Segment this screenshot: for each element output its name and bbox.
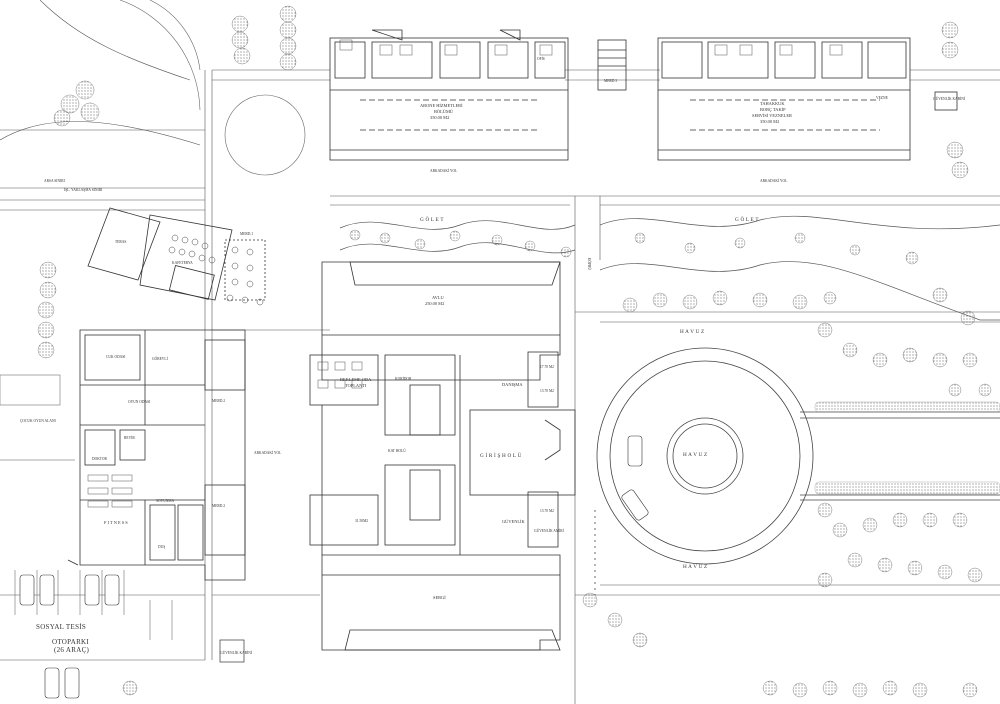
- havuz-hedges: [814, 401, 1000, 495]
- label-tahakkuk-sub2: SERVİSİ VEZNELER: [752, 113, 792, 118]
- cars-roundabout: [621, 435, 649, 521]
- label-tahakkuk: TAHAKKUK: [760, 101, 785, 106]
- label-kafeterya: KAFETERYA: [172, 261, 193, 265]
- label-arkadaki-yol-c: ARKADAKİ YOL: [254, 451, 282, 455]
- label-ofis-area4: 31.50M2: [355, 519, 369, 523]
- label-abone: ABONE HİZMETLERİ: [420, 103, 463, 108]
- label-arka-sinir: ARSA SINIRI: [44, 179, 65, 183]
- label-guvenlik-amiri: GÜVENLİK AMİRİ: [534, 529, 564, 533]
- tree-cluster-top: [53, 5, 969, 179]
- building-stair-3: [597, 39, 627, 91]
- label-dus: DUŞ: [158, 545, 166, 549]
- label-vezne: VEZNE: [876, 96, 888, 100]
- label-havuz-bottom: H A V U Z: [683, 564, 708, 570]
- plaza-top: [119, 0, 306, 176]
- label-bekleme: BEKLEME ODA: [340, 377, 372, 382]
- label-koridor: KORİDOR: [395, 377, 412, 381]
- label-golet-a: G Ö L E T: [420, 217, 444, 223]
- label-doktor: DOKTOR: [92, 457, 107, 461]
- cafe-seating: [168, 234, 264, 306]
- label-abone-area: 350.00 M2: [430, 115, 450, 120]
- label-ofis-top: OFİS: [537, 57, 545, 61]
- label-yaklasma: İŞL. YAKLAŞMA SINIRI: [64, 188, 103, 192]
- right-trees: [122, 322, 992, 698]
- label-havuz-top: H A V U Z: [680, 329, 705, 335]
- label-sergi: SERGİ: [433, 595, 446, 600]
- building-tahakkuk: [657, 37, 958, 161]
- parking-cars: [19, 574, 120, 699]
- label-merdiven2a: MERD.2: [212, 399, 226, 403]
- building-abone: [329, 29, 569, 161]
- left-trees: [37, 261, 57, 359]
- label-arkadaki-yol-a: ARKADAKİ YOL: [430, 169, 458, 173]
- havuz-roundabout: [594, 347, 1000, 595]
- label-ofis-area2: 13.70 M2: [540, 389, 554, 393]
- playground-edge: [0, 374, 61, 406]
- cafeteria: [87, 207, 266, 301]
- label-arkadaki-yol-b: ARKADAKİ YOL: [760, 179, 788, 183]
- security-cabin-bottom: [219, 639, 245, 663]
- fitness-equipment: [87, 474, 133, 508]
- label-merdiven1: MERD.1: [240, 232, 254, 236]
- label-golet-b: G Ö L E T: [735, 217, 759, 223]
- label-guvenlik-bottom: GÜVENLİK KABİNİ: [220, 651, 253, 655]
- label-tahakkuk-area: 350.00 M2: [760, 119, 780, 124]
- label-otopark: OTOPARKI: [52, 638, 90, 646]
- building-social: [67, 329, 246, 581]
- label-ofis-area3: 13.70 M2: [540, 509, 554, 513]
- label-bekleme-sub: TOPLANTI: [345, 383, 367, 388]
- label-danisma: DANIŞMA: [502, 382, 523, 387]
- parking-lines: [14, 570, 173, 640]
- label-tahakkuk-sub: BORÇ TAKİP: [760, 107, 786, 112]
- label-abone-sub: BÖLÜMÜ: [434, 109, 454, 114]
- label-merdiven2b: MERD.2: [212, 504, 226, 508]
- label-giris-holu: G İ R İ Ş H O L Ü: [480, 453, 522, 459]
- label-kopru: KÖPRÜ: [586, 257, 591, 270]
- building-main: [309, 261, 576, 651]
- label-avlu-area: 250.00 M2: [425, 301, 445, 306]
- label-sosyal: SOSYAL TESİS: [36, 623, 87, 631]
- label-havuz-mid: H A V U Z: [683, 452, 708, 458]
- pond: [339, 215, 1000, 321]
- label-revir: REVİR: [124, 436, 135, 440]
- label-guvenlik-top: GÜVENLİK KABİNİ: [933, 97, 966, 101]
- label-teras: TERAS: [115, 240, 127, 244]
- label-kat-holu: KAT HOLÜ: [388, 449, 406, 453]
- label-cocuk-oyun: ÇOCUK OYUN ALANI: [20, 419, 56, 423]
- pond-trees: [349, 229, 976, 326]
- label-soyunma: SOYUNMA: [156, 499, 175, 503]
- label-avlu: AVLU: [432, 295, 444, 300]
- label-ofis-area1: 17.70 M2: [540, 365, 554, 369]
- label-cuk-odasi: CUK ODASI: [106, 355, 126, 359]
- label-merdiven3: MERD.3: [604, 79, 618, 83]
- label-otopark-sub: (26 ARAÇ): [54, 646, 90, 654]
- office-desks: [317, 39, 843, 389]
- label-fitness: F I T N E S S: [104, 520, 128, 525]
- label-oyun-odasi: OYUN ODASI: [128, 400, 151, 404]
- label-guvenlik: GÜVENLİK: [502, 519, 525, 524]
- label-gorevli: GÖREVLİ: [152, 357, 168, 361]
